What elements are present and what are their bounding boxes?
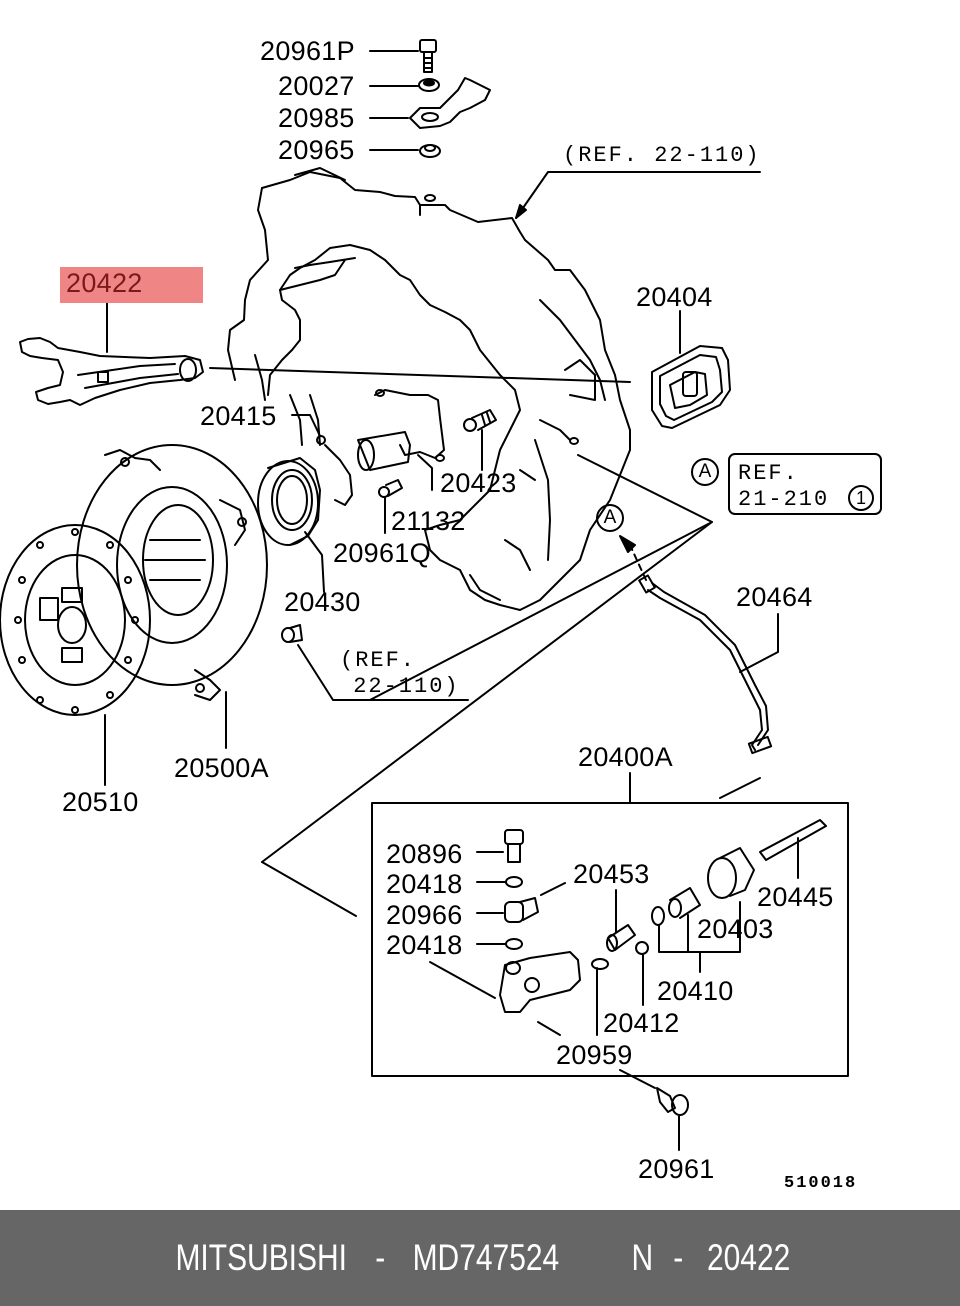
push-rod-20445-icon xyxy=(759,819,827,879)
footer-bar: MITSUBISHI - MD747524 N - 20422 xyxy=(0,1210,960,1306)
reference-22-110-line1: (REF. xyxy=(340,648,417,673)
valve-20453-icon xyxy=(606,889,636,952)
bolt-20961-icon xyxy=(619,1069,689,1151)
part-label-20418-upper[interactable]: 20418 xyxy=(386,869,463,899)
part-label-20961[interactable]: 20961 xyxy=(638,1154,715,1184)
clutch-cover-20500A-icon xyxy=(76,444,268,749)
washer-20027-icon xyxy=(369,78,440,92)
part-label-20404[interactable]: 20404 xyxy=(636,282,713,312)
diagram-drawing xyxy=(0,39,849,1151)
footer-ref-separator: - xyxy=(673,1237,684,1278)
bolt-20896-icon xyxy=(476,829,524,863)
reference-box-line1: REF. xyxy=(738,461,799,486)
bolt-ref-22-110-icon xyxy=(281,624,469,701)
part-label-20966[interactable]: 20966 xyxy=(386,900,463,930)
part-label-20464[interactable]: 20464 xyxy=(736,582,813,612)
reference-22-110-top: (REF. 22-110) xyxy=(563,143,761,168)
connector-line-3 xyxy=(261,861,357,917)
washer-20418b-icon xyxy=(476,938,523,950)
part-label-20961Q[interactable]: 20961Q xyxy=(333,538,431,568)
slave-cylinder-kit-box xyxy=(371,802,849,1077)
bolt-21132-icon xyxy=(378,479,403,534)
drawing-number: 510018 xyxy=(784,1174,858,1193)
fitting-20966-icon xyxy=(476,882,566,923)
connector-line-2 xyxy=(261,521,713,863)
slave-cylinder-body-icon xyxy=(429,951,581,1036)
part-label-20985[interactable]: 20985 xyxy=(278,103,355,133)
reference-22-110-line2: 22-110) xyxy=(338,674,460,699)
clip-20415-icon xyxy=(291,414,353,506)
marker-a-circle: A xyxy=(691,458,719,486)
cap-20412-icon xyxy=(635,941,649,1006)
footer-brand: MITSUBISHI xyxy=(175,1237,347,1278)
footer-separator: - xyxy=(374,1237,385,1278)
ref-leader xyxy=(515,171,761,219)
bearing-guide-20423-icon xyxy=(357,389,445,491)
part-label-20423[interactable]: 20423 xyxy=(440,468,517,498)
bleeder-20959-icon xyxy=(591,958,609,1036)
footer-caption: MITSUBISHI - MD747524 N - 20422 xyxy=(161,1237,799,1279)
leader-line xyxy=(294,167,346,181)
footer-part-number: MD747524 xyxy=(411,1237,559,1278)
part-label-20959[interactable]: 20959 xyxy=(556,1040,633,1070)
nut-20965-icon xyxy=(369,144,441,158)
part-label-20961P[interactable]: 20961P xyxy=(260,36,355,66)
part-label-20510[interactable]: 20510 xyxy=(62,787,139,817)
part-label-20896[interactable]: 20896 xyxy=(386,839,463,869)
stud-20423-icon xyxy=(463,409,497,471)
part-label-20403[interactable]: 20403 xyxy=(697,914,774,944)
piston-kit-20410-icon xyxy=(651,847,755,973)
footer-ref-number: 20422 xyxy=(706,1237,790,1278)
footer-ref-prefix: N xyxy=(631,1237,654,1278)
part-label-20027[interactable]: 20027 xyxy=(278,71,355,101)
part-label-20430[interactable]: 20430 xyxy=(284,587,361,617)
bracket-20985-icon xyxy=(369,77,491,129)
release-bearing-20430-icon xyxy=(257,457,325,593)
bolt-20961P-icon xyxy=(369,39,437,73)
part-label-20412[interactable]: 20412 xyxy=(603,1008,680,1038)
part-label-20965[interactable]: 20965 xyxy=(278,135,355,165)
boot-20404-icon xyxy=(651,310,731,429)
marker-a-circle-2: A xyxy=(596,504,624,532)
part-label-20500A[interactable]: 20500A xyxy=(174,753,269,783)
connector-line xyxy=(369,454,713,701)
part-label-20410[interactable]: 20410 xyxy=(657,976,734,1006)
washer-20418a-icon xyxy=(476,876,523,888)
part-label-20418-lower[interactable]: 20418 xyxy=(386,930,463,960)
clutch-disc-20510-icon xyxy=(0,524,151,786)
axis-line xyxy=(209,367,631,383)
reference-box-circled-number: 1 xyxy=(848,485,874,511)
transmission-housing-icon xyxy=(227,171,631,611)
reference-box-21-210: REF. 21-210 1 xyxy=(728,453,882,515)
part-label-20445[interactable]: 20445 xyxy=(757,882,834,912)
reference-box-line2: 21-210 xyxy=(738,487,830,512)
part-label-20400A[interactable]: 20400A xyxy=(578,742,673,772)
clutch-line-20464-icon xyxy=(619,535,779,799)
parts-diagram: 20961P 20027 20985 20965 20422 20404 204… xyxy=(0,36,882,1193)
part-label-21132[interactable]: 21132 xyxy=(391,506,466,536)
part-label-20422-highlighted[interactable]: 20422 xyxy=(60,267,203,303)
part-label-20453[interactable]: 20453 xyxy=(573,859,650,889)
release-fork-20422-icon xyxy=(19,300,204,406)
part-label-20415[interactable]: 20415 xyxy=(200,401,277,431)
